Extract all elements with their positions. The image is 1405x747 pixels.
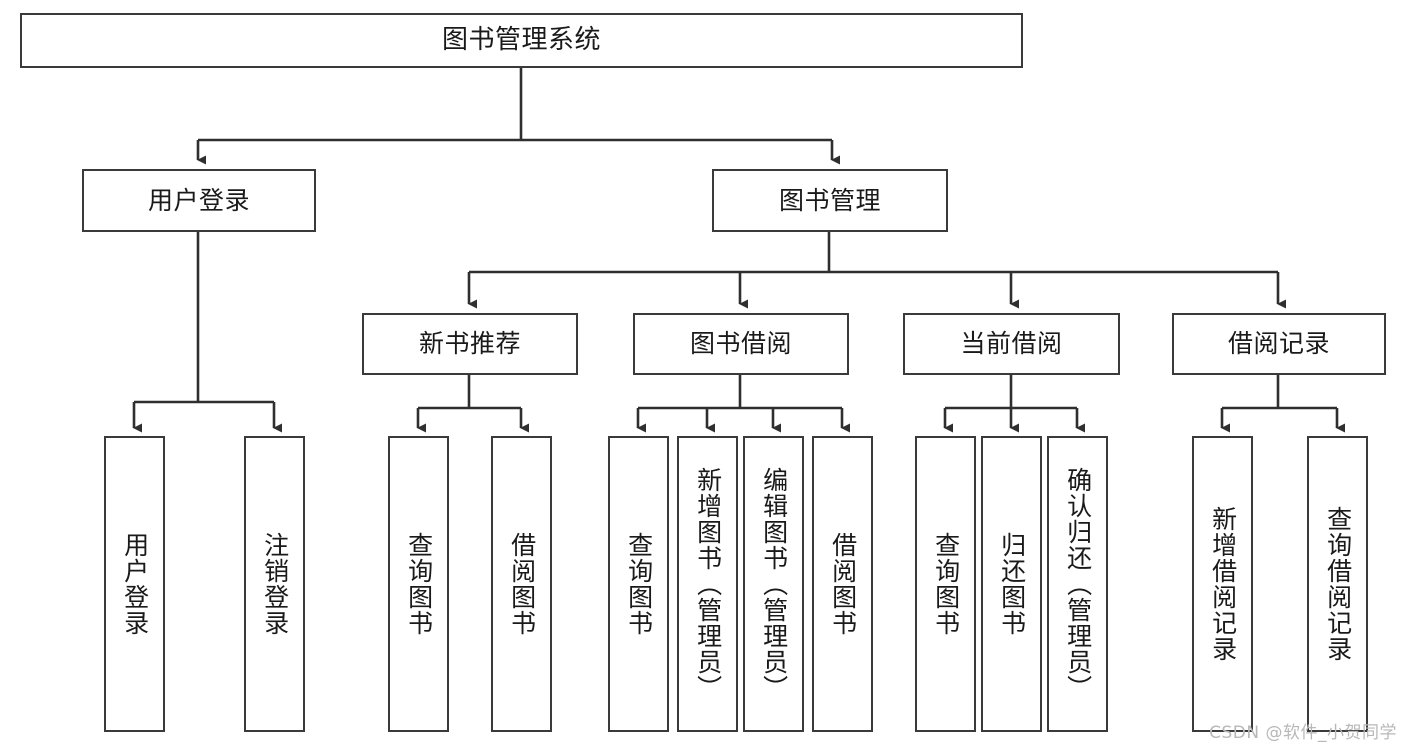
leaf-add-book[interactable]: 新增图书（管理员） <box>677 436 738 732</box>
leaf-query-record[interactable]: 查询借阅记录 <box>1307 436 1368 732</box>
node-current-borrow[interactable]: 当前借阅 <box>903 313 1120 375</box>
node-label: 当前借阅 <box>960 329 1063 359</box>
leaf-user-login[interactable]: 用户登录 <box>104 436 165 732</box>
leaf-borrow-book-1[interactable]: 借阅图书 <box>491 436 552 732</box>
node-root-system[interactable]: 图书管理系统 <box>20 13 1023 68</box>
node-label: 新书推荐 <box>418 329 521 359</box>
node-label: 借阅图书 <box>507 532 537 636</box>
node-user-login[interactable]: 用户登录 <box>82 169 316 232</box>
node-book-borrow[interactable]: 图书借阅 <box>633 313 849 375</box>
node-label: 用户登录 <box>120 532 150 636</box>
node-label: 图书管理系统 <box>441 25 601 56</box>
node-label: 查询借阅记录 <box>1323 506 1353 662</box>
leaf-logout-login[interactable]: 注销登录 <box>244 436 305 732</box>
node-label: 注销登录 <box>260 532 290 636</box>
node-label: 编辑图书（管理员） <box>759 467 789 701</box>
node-label: 查询图书 <box>624 532 654 636</box>
node-label: 新增借阅记录 <box>1208 506 1238 662</box>
node-label: 查询图书 <box>404 532 434 636</box>
leaf-return-book[interactable]: 归还图书 <box>981 436 1042 732</box>
node-label: 归还图书 <box>997 532 1027 636</box>
node-label: 查询图书 <box>931 532 961 636</box>
node-label: 借阅记录 <box>1227 329 1330 359</box>
csdn-watermark: CSDN @软件_小贺同学 <box>1209 723 1397 743</box>
node-label: 图书借阅 <box>689 329 792 359</box>
leaf-query-book-3[interactable]: 查询图书 <box>915 436 976 732</box>
node-label: 图书管理 <box>778 185 881 215</box>
leaf-add-record[interactable]: 新增借阅记录 <box>1192 436 1253 732</box>
leaf-confirm-return[interactable]: 确认归还（管理员） <box>1047 436 1108 732</box>
leaf-query-book-1[interactable]: 查询图书 <box>388 436 449 732</box>
node-book-manage[interactable]: 图书管理 <box>712 169 948 232</box>
node-borrow-record[interactable]: 借阅记录 <box>1172 313 1386 375</box>
leaf-edit-book[interactable]: 编辑图书（管理员） <box>743 436 804 732</box>
leaf-borrow-book-2[interactable]: 借阅图书 <box>812 436 873 732</box>
leaf-query-book-2[interactable]: 查询图书 <box>608 436 669 732</box>
node-new-book-recommend[interactable]: 新书推荐 <box>362 313 578 375</box>
node-label: 确认归还（管理员） <box>1063 467 1093 701</box>
node-label: 借阅图书 <box>828 532 858 636</box>
node-label: 用户登录 <box>147 185 250 215</box>
node-label: 新增图书（管理员） <box>693 467 723 701</box>
